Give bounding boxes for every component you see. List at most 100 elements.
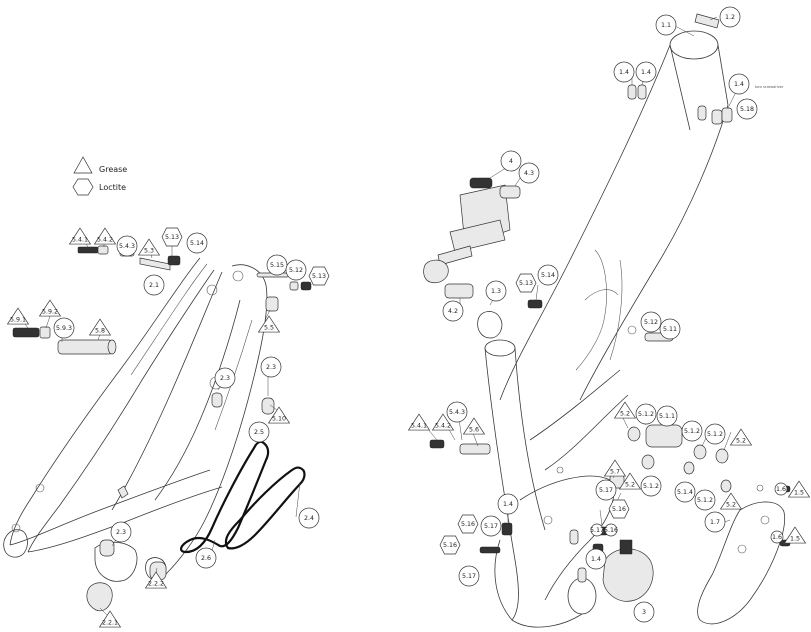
callout-symbol bbox=[704, 423, 726, 445]
callout-symbol bbox=[267, 406, 291, 424]
callout-1-2-circle: 1.2 bbox=[719, 6, 741, 28]
callout-symbol bbox=[285, 259, 307, 281]
callout-symbol bbox=[787, 480, 811, 498]
callout-label: 5.18 bbox=[740, 106, 754, 113]
callout-5-13-hexagon: 5.13 bbox=[515, 273, 537, 293]
callout-1-4-circle: 1.4 bbox=[497, 493, 519, 515]
callout-label: 4.2 bbox=[448, 308, 458, 315]
callout-symbol bbox=[439, 535, 461, 555]
callout-symbol bbox=[143, 274, 165, 296]
legend-loctite-label: Loctite bbox=[99, 183, 126, 192]
grease-symbol bbox=[73, 156, 93, 174]
legend-grease-label: Grease bbox=[99, 165, 127, 174]
callout-5-9-2-triangle: 5.9.2 bbox=[38, 299, 62, 317]
callout-symbol bbox=[458, 565, 480, 587]
callout-symbol bbox=[635, 403, 657, 425]
callout-symbol bbox=[729, 428, 753, 446]
callout-label: 3 bbox=[642, 609, 646, 616]
callout-symbol bbox=[298, 507, 320, 529]
callout-symbol bbox=[195, 547, 217, 569]
callout-label: 5.10 bbox=[272, 416, 286, 423]
callout-label: 4 bbox=[509, 158, 513, 165]
callout-label: 1.3 bbox=[491, 288, 501, 295]
callout-5-9-1-triangle: 5.9.1 bbox=[6, 307, 30, 325]
callout-label: 4.3 bbox=[524, 170, 534, 177]
callout-5-4-2-triangle: 5.4.2 bbox=[431, 413, 455, 431]
callout-label: 1.4 bbox=[641, 69, 651, 76]
callout-5-1-4-circle: 5.1.4 bbox=[674, 481, 696, 503]
callout-label: 5.1.2 bbox=[684, 428, 700, 435]
callout-symbol bbox=[446, 401, 468, 423]
callout-label: 1.4 bbox=[619, 69, 629, 76]
callout-symbol bbox=[53, 317, 75, 339]
callout-label: 5.13 bbox=[165, 234, 179, 241]
legend: Grease Loctite bbox=[72, 156, 127, 196]
callout-5-2-triangle: 5.2 bbox=[719, 492, 743, 510]
callout-label: 5.11 bbox=[663, 326, 677, 333]
callout-1-6-circle: 1.6 bbox=[770, 530, 784, 544]
callout-5-3-triangle: 5.3 bbox=[137, 238, 161, 256]
callout-symbol bbox=[674, 481, 696, 503]
callout-symbol bbox=[618, 472, 642, 490]
callout-label: 5.4.3 bbox=[119, 243, 135, 250]
callout-1-5-triangle: 1.5 bbox=[787, 480, 811, 498]
callout-label: 5.17 bbox=[484, 523, 498, 530]
callout-2-1-circle: 2.1 bbox=[143, 274, 165, 296]
callout-label: 1.4 bbox=[591, 556, 601, 563]
callout-label: 2.3 bbox=[266, 364, 276, 371]
callout-symbol bbox=[537, 264, 559, 286]
callout-5-1-2-circle: 5.1.2 bbox=[640, 475, 662, 497]
callout-1-4-circle: 1.4 bbox=[585, 548, 607, 570]
callout-label: 5.2 bbox=[620, 411, 630, 418]
callout-2-3-circle: 2.3 bbox=[260, 356, 282, 378]
callout-5-15-circle: 5.15 bbox=[266, 254, 288, 276]
callout-label: 2.6 bbox=[201, 555, 211, 562]
callout-3-circle: 3 bbox=[633, 601, 655, 623]
torx-note: torx screwdriver bbox=[755, 85, 784, 89]
callout-symbol bbox=[144, 571, 168, 589]
callout-symbol bbox=[640, 311, 662, 333]
callout-label: 5.13 bbox=[312, 273, 326, 280]
callout-label: 5.9.3 bbox=[56, 325, 72, 332]
callout-2-6-circle: 2.6 bbox=[195, 547, 217, 569]
callout-symbol bbox=[186, 232, 208, 254]
callout-label: 2.3 bbox=[220, 375, 230, 382]
callout-5-4-1-triangle: 5.4.1 bbox=[68, 227, 92, 245]
callout-label: 5.16 bbox=[461, 521, 475, 528]
callout-symbol bbox=[137, 238, 161, 256]
callout-5-1-1-circle: 5.1.1 bbox=[656, 405, 678, 427]
callout-5-6-triangle: 5.6 bbox=[462, 417, 486, 435]
callout-symbol bbox=[110, 521, 132, 543]
callout-label: 5.9.1 bbox=[10, 317, 26, 324]
callout-5-13-hexagon: 5.13 bbox=[161, 227, 183, 247]
callout-symbol bbox=[515, 273, 537, 293]
callout-5-16-hexagon: 5.16 bbox=[608, 499, 630, 519]
callout-label: 5.14 bbox=[190, 240, 204, 247]
callout-5-5-triangle: 5.5 bbox=[257, 315, 281, 333]
callout-symbol bbox=[116, 235, 138, 257]
callout-label: 5.1.2 bbox=[697, 497, 713, 504]
callout-5-17-circle: 5.17 bbox=[480, 515, 502, 537]
callout-5-4-2-triangle: 5.4.2 bbox=[93, 227, 117, 245]
belt-guide bbox=[180, 440, 306, 554]
callout-symbol bbox=[93, 227, 117, 245]
callout-symbol bbox=[497, 493, 519, 515]
callout-label: 2.3 bbox=[116, 529, 126, 536]
callout-label: 1.5 bbox=[790, 536, 800, 543]
callout-5-2-triangle: 5.2 bbox=[613, 401, 637, 419]
callout-1-4-circle: 1.4 bbox=[635, 61, 657, 83]
callout-label: 5.14 bbox=[541, 272, 555, 279]
callout-5-16-hexagon: 5.16 bbox=[439, 535, 461, 555]
callout-symbol bbox=[770, 530, 784, 544]
callout-5-8-triangle: 5.8 bbox=[88, 318, 112, 336]
callout-4-3-circle: 4.3 bbox=[518, 162, 540, 184]
callout-symbol bbox=[656, 405, 678, 427]
callout-label: 1.7 bbox=[710, 519, 720, 526]
callout-2-2-1-triangle: 2.2.1 bbox=[98, 610, 122, 628]
callout-symbol bbox=[457, 514, 479, 534]
callout-2-2-2-triangle: 2.2.2 bbox=[144, 571, 168, 589]
callout-2-5-circle: 2.5 bbox=[248, 421, 270, 443]
callout-label: 2.2.2 bbox=[148, 581, 164, 588]
callout-label: 5.2 bbox=[736, 438, 746, 445]
